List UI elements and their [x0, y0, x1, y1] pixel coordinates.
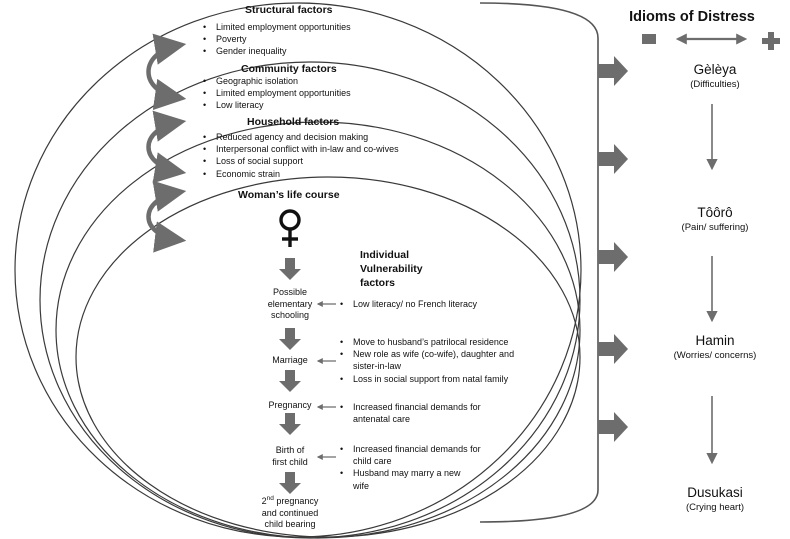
- household-factor: Economic strain: [203, 168, 399, 180]
- vulnerability-factor: Low literacy/ no French literacy: [340, 298, 477, 310]
- community-factor: Limited employment opportunities: [203, 87, 351, 99]
- title-line: factors: [360, 277, 396, 289]
- idioms-title: Idioms of Distress: [629, 9, 755, 25]
- household-factor: Loss of social support: [203, 155, 399, 167]
- idiom-hamin: Hamin (Worries/ concerns): [640, 332, 790, 362]
- title-line: Vulnerability: [360, 263, 423, 275]
- vulnerability-group-birth: Increased financial demands for child ca…: [340, 443, 483, 492]
- stage-schooling: Possible elementary schooling: [268, 287, 313, 322]
- idiom-name: Hamin: [695, 333, 735, 348]
- vulnerability-factor: Increased financial demands for antenata…: [340, 401, 503, 425]
- community-factor: Low literacy: [203, 99, 351, 111]
- block-arrow-4: [598, 334, 628, 364]
- stage-pregnancy: Pregnancy: [268, 400, 311, 412]
- stage-marriage: Marriage: [272, 355, 308, 367]
- household-factors-title: Household factors: [247, 116, 340, 128]
- idiom-translation: (Difficulties): [690, 79, 740, 90]
- stage-line: first child: [272, 456, 308, 467]
- female-symbol-icon: [279, 209, 301, 247]
- community-factors-title: Community factors: [241, 63, 337, 75]
- title-line: Individual: [360, 249, 410, 261]
- stage-line: Pregnancy: [268, 400, 312, 410]
- stage-line: 2nd pregnancy: [261, 495, 319, 508]
- stage-line-rest: pregnancy: [273, 496, 319, 506]
- idiom-translation: (Crying heart): [685, 502, 745, 513]
- stage-line: child bearing: [264, 519, 316, 529]
- idiom-translation: (Pain/ suffering): [681, 222, 749, 233]
- stage-birth-first-child: Birth of first child: [272, 445, 308, 468]
- stage-line: Birth of: [275, 445, 305, 455]
- stage-line: elementary: [267, 298, 313, 309]
- structural-factor: Limited employment opportunities: [203, 21, 351, 33]
- block-arrow-5: [598, 412, 628, 442]
- life-arrow-4: [279, 413, 301, 435]
- household-level-ellipse: [55, 121, 581, 539]
- household-factors-list: Reduced agency and decision making Inter…: [203, 131, 399, 180]
- stage-line: Possible: [272, 287, 308, 297]
- stage-line: and continued: [261, 507, 319, 518]
- vulnerability-factor: Increased financial demands for child ca…: [340, 443, 483, 467]
- community-factor: Geographic isolation: [203, 75, 351, 87]
- block-arrow-2: [598, 144, 628, 174]
- household-factor: Interpersonal conflict with in-law and c…: [203, 143, 399, 155]
- vulnerability-factor: Husband may marry a new wife: [340, 467, 463, 491]
- plus-icon: [762, 32, 780, 50]
- life-course-title: Woman’s life course: [238, 189, 340, 201]
- community-factors-list: Geographic isolation Limited employment …: [203, 75, 351, 112]
- stage-line: Marriage: [272, 355, 308, 365]
- ordinal-number: 2: [261, 496, 267, 506]
- structural-factors-list: Limited employment opportunities Poverty…: [203, 21, 351, 58]
- structural-factors-title: Structural factors: [245, 4, 333, 16]
- life-arrow-5: [279, 472, 301, 494]
- life-arrow-2: [279, 328, 301, 350]
- stage-line: schooling: [270, 310, 310, 320]
- idiom-dusukasi: Dusukasi (Crying heart): [640, 484, 790, 514]
- structural-factor: Gender inequality: [203, 45, 351, 57]
- curved-arrow-household-individual: [146, 180, 187, 253]
- vulnerability-group-schooling: Low literacy/ no French literacy: [340, 298, 477, 310]
- individual-vulnerability-title: Individual Vulnerability factors: [360, 248, 423, 290]
- idiom-translation: (Worries/ concerns): [673, 350, 757, 361]
- curved-arrow-structural-community: [146, 33, 187, 111]
- vulnerability-factor: Loss in social support from natal family: [340, 373, 533, 385]
- vulnerability-factor: New role as wife (co-wife), daughter and…: [340, 348, 533, 372]
- stage-continued-childbearing: 2nd pregnancy and continued child bearin…: [261, 495, 319, 531]
- life-arrow-1: [279, 258, 301, 280]
- vulnerability-factor: Move to husband’s patrilocal residence: [340, 336, 533, 348]
- vulnerability-group-marriage: Move to husband’s patrilocal residence N…: [340, 336, 533, 385]
- structural-factor: Poverty: [203, 33, 351, 45]
- idiom-name: Tôôrô: [697, 205, 733, 220]
- idiom-name: Gèlèya: [693, 62, 737, 77]
- life-arrow-3: [279, 370, 301, 392]
- block-arrow-3: [598, 242, 628, 272]
- curved-arrow-community-household: [146, 110, 187, 184]
- household-factor: Reduced agency and decision making: [203, 131, 399, 143]
- block-arrow-1: [598, 56, 628, 86]
- minus-icon: [642, 34, 656, 44]
- idiom-geleya: Gèlèya (Difficulties): [640, 61, 790, 91]
- ordinal-suffix: nd: [266, 495, 274, 502]
- vulnerability-group-pregnancy: Increased financial demands for antenata…: [340, 401, 503, 425]
- idiom-tooro: Tôôrô (Pain/ suffering): [640, 204, 790, 234]
- idiom-name: Dusukasi: [687, 485, 743, 500]
